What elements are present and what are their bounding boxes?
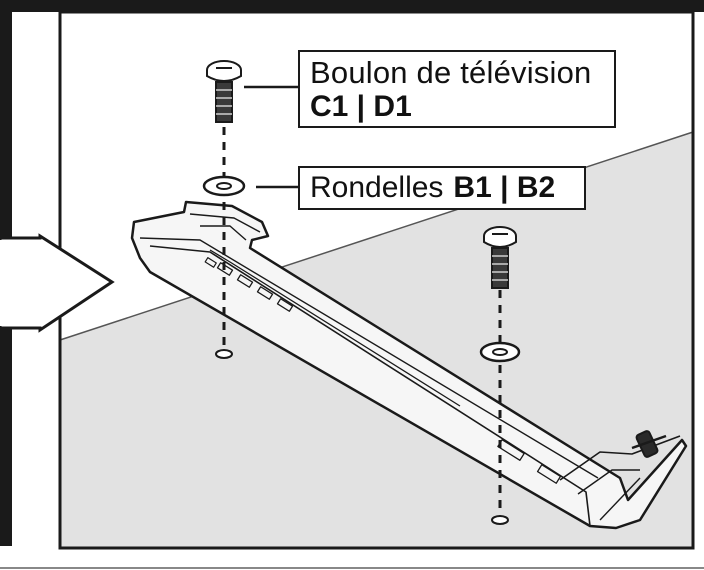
arrow-right-icon (0, 233, 115, 333)
washer-name-label: Rondelles (310, 171, 444, 204)
mounting-hole-icon (215, 349, 233, 359)
bolt-callout: Boulon de télévision C1 | D1 (298, 50, 616, 128)
arrow-stem-mask (0, 240, 4, 326)
washer-icon (479, 341, 521, 363)
mounting-hole-icon (491, 515, 509, 525)
bolt-codes-label: C1 | D1 (310, 90, 412, 123)
mount-bracket-icon (130, 200, 688, 530)
screw-icon (483, 226, 517, 289)
top-border (0, 0, 704, 12)
washer-codes-label: B1 | B2 (453, 171, 556, 204)
washer-icon (202, 175, 246, 197)
screw-icon (206, 60, 242, 123)
washer-callout: Rondelles B1 | B2 (298, 166, 586, 210)
wall-edge (59, 131, 694, 341)
bolt-name-label: Boulon de télévision (310, 55, 592, 90)
bracket-knob-icon (631, 430, 667, 458)
